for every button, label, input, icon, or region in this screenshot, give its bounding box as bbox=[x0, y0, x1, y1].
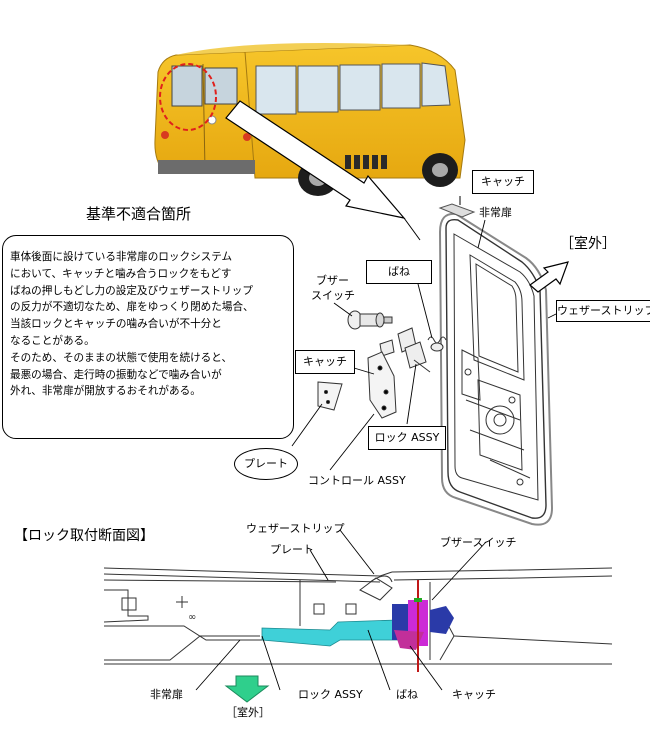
section-plate-label: プレート bbox=[270, 543, 314, 556]
lock-assy-label: ロック ASSY bbox=[368, 426, 446, 450]
section-leader-lines bbox=[195, 529, 487, 691]
description-line: 最悪の場合、走行時の振動などで噛み合いが bbox=[10, 368, 222, 381]
spring-label: ばね bbox=[366, 260, 432, 284]
description-line: ばねの押しもどし力の設定及びウェザーストリップ bbox=[10, 284, 253, 297]
section-weatherstrip-label: ウェザーストリップ bbox=[246, 522, 345, 535]
section-spring-label: ばね bbox=[396, 688, 418, 701]
buzzer-switch-label-1: ブザー bbox=[316, 274, 349, 287]
section-drawing: ∞ bbox=[103, 567, 613, 665]
description-line: そのため、そのままの状態で使用を続けると、 bbox=[10, 351, 233, 364]
catch-mid-label: キャッチ bbox=[295, 350, 355, 374]
leader-lines bbox=[291, 219, 557, 471]
plate-label: プレート bbox=[234, 448, 298, 480]
description-line: の反力が不適切なため、扉をゆっくり閉めた場合、 bbox=[10, 301, 254, 314]
heading: 基準不適合箇所 bbox=[86, 205, 192, 223]
control-assy-label: コントロール ASSY bbox=[308, 474, 406, 487]
section-outside-arrow bbox=[224, 675, 270, 703]
section-colored-parts bbox=[261, 580, 454, 672]
weatherstrip-label: ウェザーストリップ bbox=[556, 300, 650, 322]
exploded-parts bbox=[317, 310, 447, 419]
section-catch-label: キャッチ bbox=[452, 688, 496, 701]
description-line: なることがある。 bbox=[10, 334, 95, 347]
catch-part-top bbox=[438, 196, 476, 218]
section-lock-assy-label: ロック ASSY bbox=[298, 688, 363, 701]
outside-arrow bbox=[529, 261, 569, 293]
description-line: において、キャッチと噛み合うロックをもどす bbox=[10, 267, 232, 280]
catch-top-label: キャッチ bbox=[472, 170, 534, 194]
description-box: 車体後面に設けている非常扉のロックシステム において、キャッチと噛み合うロックを… bbox=[2, 235, 294, 439]
svg-text:∞: ∞ bbox=[188, 612, 196, 623]
description-line: 外れ、非常扉が開放するおそれがある。 bbox=[10, 385, 201, 398]
description-line: 当該ロックとキャッチの噛み合いが不十分と bbox=[10, 318, 222, 331]
outside-label: ［室外］ bbox=[560, 236, 616, 252]
emergency-door-label: 非常扉 bbox=[479, 206, 512, 219]
section-buzzer-switch-label: ブザースイッチ bbox=[440, 536, 517, 549]
section-title: 【ロック取付断面図】 bbox=[14, 528, 154, 544]
buzzer-switch-label-2: スイッチ bbox=[311, 289, 355, 302]
section-emergency-door-label: 非常扉 bbox=[150, 688, 183, 701]
section-outside-label: ［室外］ bbox=[226, 706, 270, 719]
pointer-arrow bbox=[225, 100, 421, 241]
description-line: 車体後面に設けている非常扉のロックシステム bbox=[10, 251, 233, 263]
emergency-door-drawing bbox=[438, 212, 554, 526]
